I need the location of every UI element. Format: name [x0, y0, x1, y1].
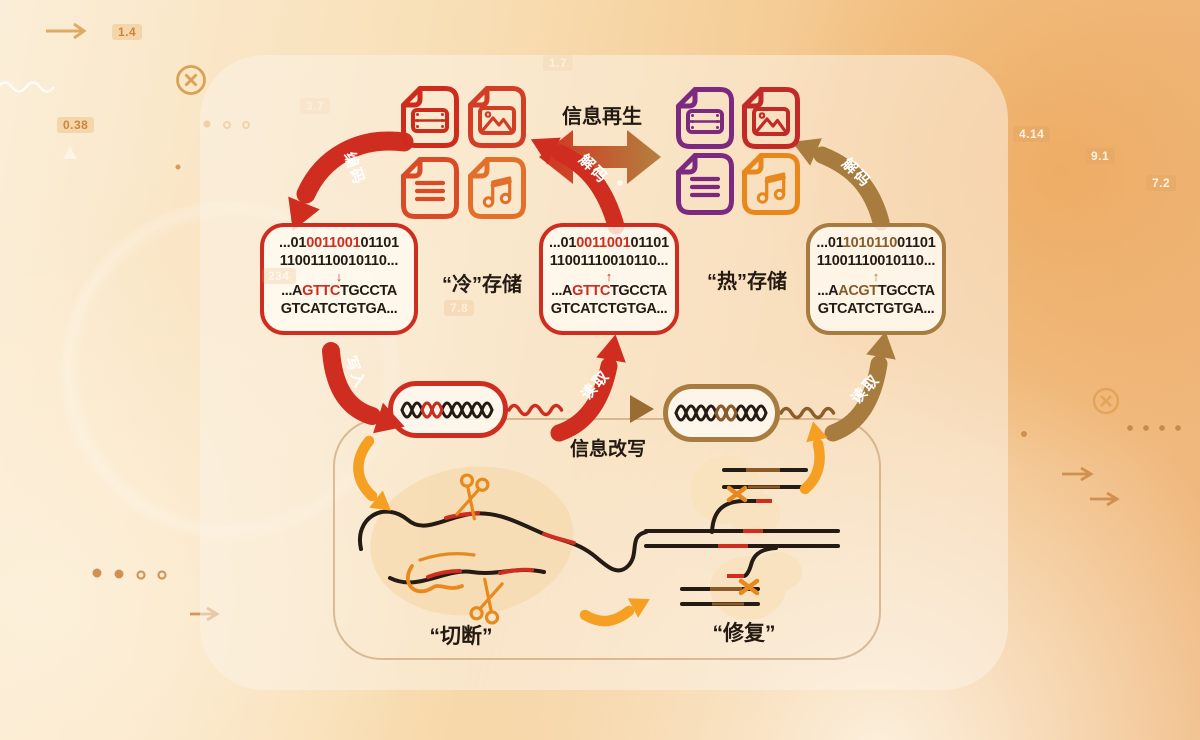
number-badge: 0.38: [57, 117, 95, 133]
repair-label: “修复”: [712, 622, 776, 645]
sequence-box-middle: ...01001100101101 11001110010110... ↑ ..…: [539, 223, 679, 335]
number-badge: 4.14: [1013, 126, 1051, 142]
cut-label: “切断”: [429, 625, 493, 648]
number-badge: 234: [262, 268, 296, 284]
sequence-box-cold: ...01001100101101 11001110010110... ↓ ..…: [260, 223, 418, 335]
sequence-box-hot: ...01101011001101 11001110010110... ↑ ..…: [806, 223, 946, 335]
image-file-icon: [468, 86, 526, 148]
number-badge: 7.2: [1146, 175, 1177, 191]
hot-storage-label: “热”存储: [707, 271, 787, 293]
up-arrow-icon: ↑: [872, 269, 880, 285]
video-file-icon: [676, 87, 734, 149]
number-badge: 1.4: [112, 24, 143, 40]
image-file-icon: [742, 87, 800, 149]
text-file-icon: [676, 153, 734, 215]
music-file-icon: [468, 157, 526, 219]
text-file-icon: [401, 157, 459, 219]
dna-capsule-hot: [663, 384, 780, 442]
dna-capsule-cold: [388, 381, 508, 438]
number-badge: 9.1: [1085, 148, 1116, 164]
number-badge: 7.8: [444, 300, 475, 316]
down-arrow-icon: ↓: [335, 269, 343, 285]
cold-storage-label: “冷”存储: [442, 274, 522, 296]
dna-helix-icon: [400, 401, 494, 418]
rewrite-label: 信息改写: [569, 439, 646, 460]
up-arrow-icon: ↑: [605, 269, 613, 285]
regen-label: 信息再生: [562, 106, 642, 128]
music-file-icon: [742, 153, 800, 215]
dna-helix-icon: [674, 404, 767, 422]
video-file-icon: [401, 86, 459, 148]
